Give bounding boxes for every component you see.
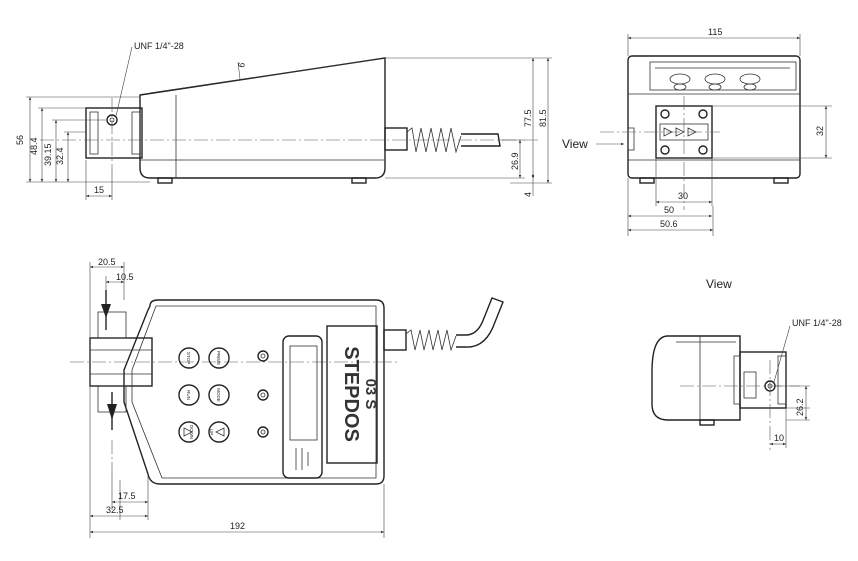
dim-32: 32 — [815, 126, 825, 136]
dim-15: 15 — [94, 185, 104, 195]
dim-50: 50 — [664, 205, 674, 215]
detail-view-body — [651, 335, 741, 421]
end-view-body — [627, 55, 801, 179]
dim-26-9: 26.9 — [510, 152, 520, 170]
side-view-foot-left — [157, 177, 173, 184]
cable-connector — [384, 127, 408, 151]
model-label: 03 S — [362, 379, 379, 410]
dim-192: 192 — [230, 521, 245, 531]
dim-77-5: 77.5 — [523, 109, 533, 127]
top-view: STOP PRIME RUN MODE DOWN UP — [70, 257, 504, 538]
button-up[interactable]: UP — [208, 421, 230, 443]
top-view-body — [123, 299, 385, 485]
top-view-cable-connector — [383, 329, 407, 351]
dim-10: 10 — [774, 433, 784, 443]
dim-32-4: 32.4 — [55, 147, 65, 165]
svg-text:RUN: RUN — [186, 390, 191, 400]
dim-39-15: 39.15 — [43, 143, 53, 166]
side-view-body — [139, 57, 386, 179]
side-view: UNF 1/4"-28 6 56 48.4 39.15 32.4 15 77.5… — [15, 41, 552, 200]
dim-48-4: 48.4 — [29, 137, 39, 155]
pump-head-block — [85, 107, 143, 159]
svg-text:DOWN: DOWN — [189, 425, 194, 439]
dim-4: 4 — [523, 192, 533, 197]
end-view: View 115 32 30 50 50.6 — [562, 27, 832, 236]
dim-32-5: 32.5 — [106, 505, 124, 515]
detail-thread-label: UNF 1/4"-28 — [792, 318, 842, 328]
led-1 — [257, 350, 269, 362]
dim-81-5: 81.5 — [538, 109, 548, 127]
detail-view-label: View — [706, 277, 732, 291]
dim-56: 56 — [15, 135, 25, 145]
side-view-foot-right — [351, 177, 367, 184]
thread-label: UNF 1/4"-28 — [134, 41, 184, 51]
label-panel — [326, 325, 378, 464]
detail-view-pump-head — [739, 351, 787, 409]
svg-text:PRIME: PRIME — [216, 351, 221, 365]
top-view-cable — [456, 297, 504, 348]
button-mode[interactable]: MODE — [208, 384, 230, 406]
dim-26-2: 26.2 — [795, 398, 805, 416]
svg-text:STOP: STOP — [186, 352, 191, 364]
button-run[interactable]: RUN — [178, 384, 200, 406]
dim-20-5: 20.5 — [98, 257, 116, 267]
dim-50-6: 50.6 — [660, 219, 678, 229]
angle-label: 6 — [236, 62, 247, 69]
dim-115: 115 — [708, 27, 722, 37]
svg-text:UP: UP — [209, 429, 214, 435]
dim-30: 30 — [678, 191, 688, 201]
brand-label: STEPDOS — [340, 346, 362, 442]
lcd-display — [289, 345, 318, 441]
dim-17-5: 17.5 — [118, 491, 136, 501]
led-3 — [257, 426, 269, 438]
lcd-display-frame — [282, 335, 323, 479]
svg-text:MODE: MODE — [216, 388, 221, 402]
led-2 — [257, 389, 269, 401]
detail-view: View UNF 1/4"-28 26.2 10 — [651, 277, 842, 450]
end-view-label: View — [562, 137, 588, 151]
dim-10-5: 10.5 — [116, 272, 134, 282]
button-down[interactable]: DOWN — [178, 421, 200, 443]
button-stop[interactable]: STOP — [178, 347, 200, 369]
button-prime[interactable]: PRIME — [208, 347, 230, 369]
